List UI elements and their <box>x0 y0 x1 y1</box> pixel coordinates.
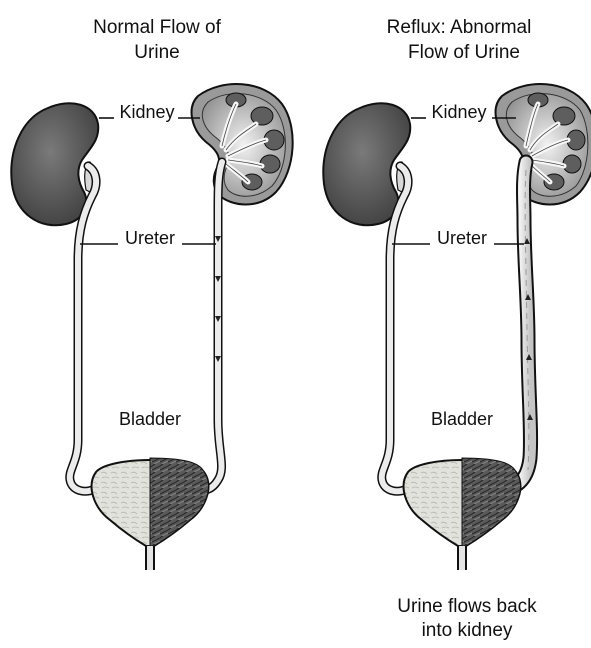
right-kidney-label: Kidney <box>431 102 486 122</box>
left-title-line1: Normal Flow of <box>93 17 221 38</box>
left-panel: Normal Flow of Urine <box>11 17 292 570</box>
right-bladder-label: Bladder <box>431 409 493 429</box>
caption-line2: into kidney <box>422 620 513 641</box>
left-bladder <box>92 458 209 570</box>
right-kidney-section <box>496 84 591 204</box>
left-kidney-section <box>192 84 293 204</box>
right-title-line1: Reflux: Abnormal <box>387 17 532 38</box>
left-ureter-label: Ureter <box>125 228 175 248</box>
caption-line1: Urine flows back <box>397 596 537 617</box>
left-kidney-label: Kidney <box>119 102 174 122</box>
left-title-line2: Urine <box>134 42 179 63</box>
right-title-line2: Flow of Urine <box>408 42 520 63</box>
right-ureter-label: Ureter <box>437 228 487 248</box>
left-bladder-label: Bladder <box>119 409 181 429</box>
right-panel: Reflux: Abnormal Flow of Urine <box>323 17 591 641</box>
right-bladder <box>404 458 521 570</box>
